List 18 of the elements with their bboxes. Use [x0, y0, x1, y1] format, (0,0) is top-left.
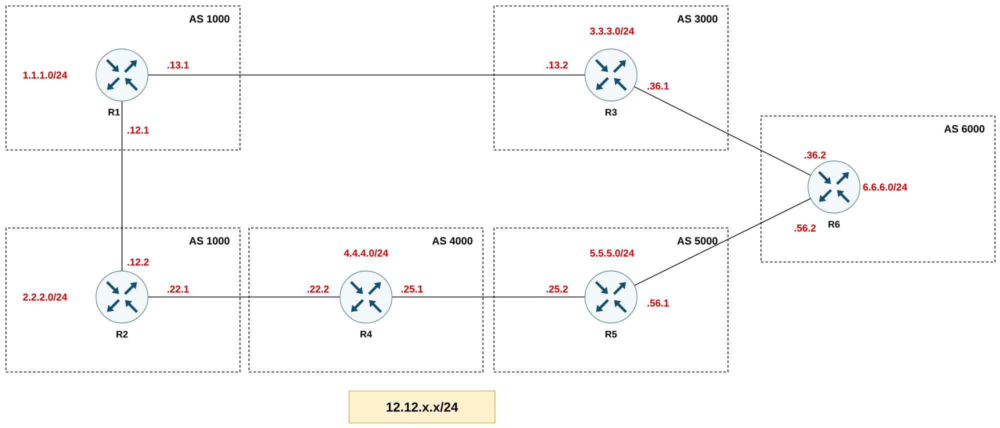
- address-label: .56.2: [794, 224, 816, 232]
- link-line: [148, 296, 340, 298]
- subnet-label: 3.3.3.0/24: [590, 27, 634, 35]
- subnet-box: 12.12.x.x/24: [348, 390, 496, 424]
- link-line: [148, 74, 586, 76]
- address-label: .12.1: [128, 126, 149, 134]
- address-label: .25.1: [402, 285, 423, 293]
- address-label: .36.1: [648, 82, 669, 90]
- subnet-label: 4.4.4.0/24: [344, 249, 388, 257]
- subnet-label: 2.2.2.0/24: [23, 293, 68, 301]
- link-line: [392, 296, 586, 298]
- address-label: .56.1: [648, 299, 669, 307]
- subnet-label: 6.6.6.0/24: [863, 183, 908, 191]
- link-line: [634, 86, 811, 176]
- subnet-label: 1.1.1.0/24: [23, 71, 68, 79]
- subnet-label: 5.5.5.0/24: [590, 249, 634, 257]
- link-line: [634, 198, 811, 286]
- address-label: .22.1: [168, 286, 189, 292]
